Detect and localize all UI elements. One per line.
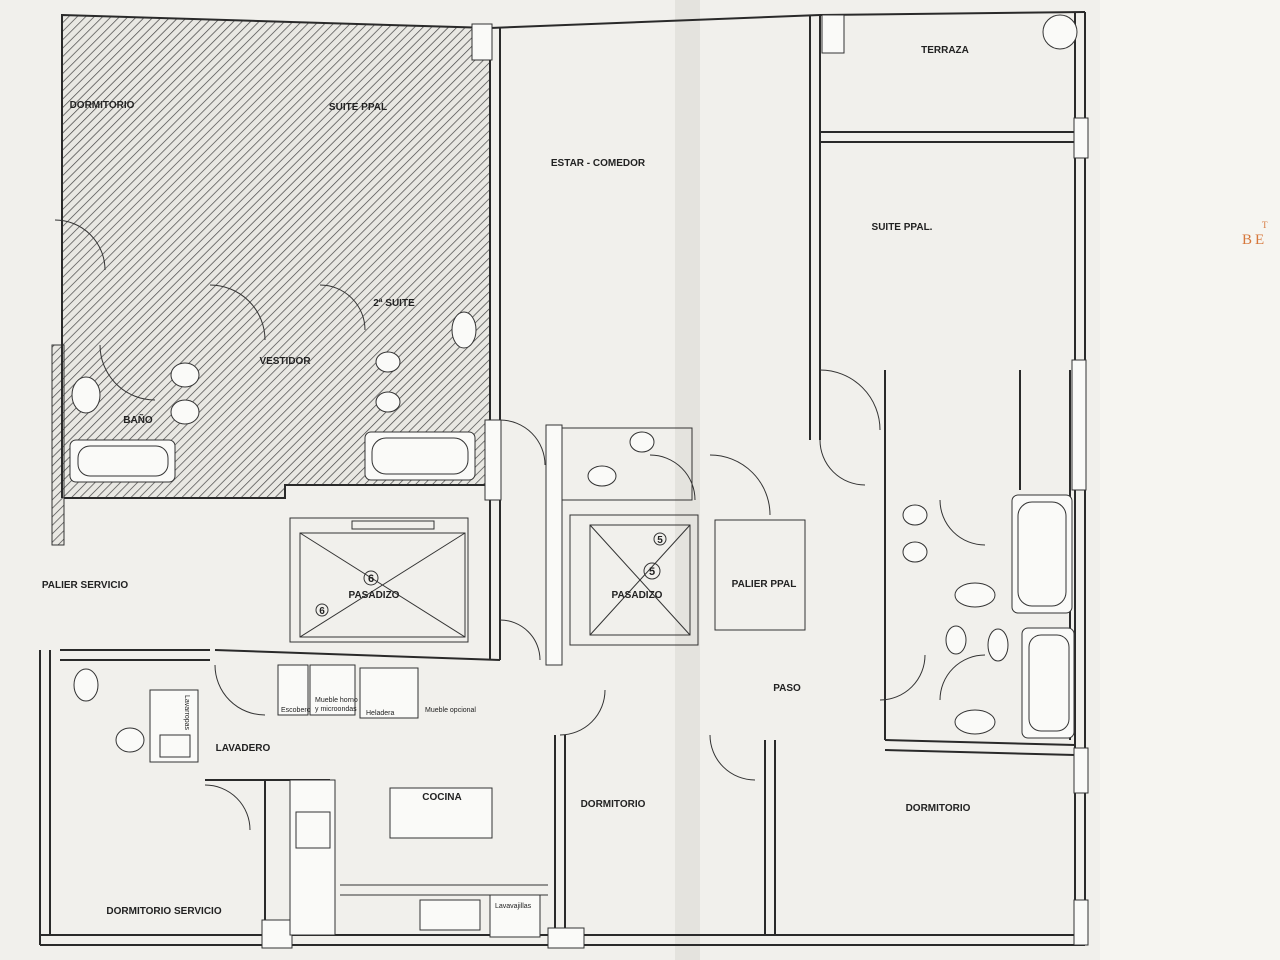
palier-ppal-box bbox=[714, 519, 806, 631]
room-estar-comedor: ESTAR - COMEDOR bbox=[551, 158, 646, 169]
room-palier-ppal: PALIER PPAL bbox=[732, 579, 797, 590]
elevator-right-number-circle bbox=[643, 562, 661, 580]
toilet-core-box bbox=[561, 427, 693, 501]
room-lavadero: LAVADERO bbox=[216, 743, 271, 754]
room-pasadizo-left: PASADIZO bbox=[349, 590, 400, 601]
room-dormitorio-2: DORMITORIO bbox=[581, 799, 646, 810]
elevator-left-small-number: 6 bbox=[319, 606, 325, 617]
room-palier-servicio: PALIER SERVICIO bbox=[42, 580, 129, 591]
room-dormitorio-1: DORMITORIO bbox=[70, 100, 135, 111]
room-terraza: TERRAZA bbox=[921, 45, 969, 56]
label-mueble-opcional: Mueble opcional bbox=[425, 707, 476, 714]
room-dormitorio-servicio: DORMITORIO SERVICIO bbox=[106, 906, 221, 917]
label-lavarropas: Lavarropas bbox=[183, 695, 190, 731]
elevator-left-number: 6 bbox=[368, 573, 374, 585]
label-lavavajillas: Lavavajillas bbox=[495, 903, 532, 910]
bathtubs bbox=[69, 431, 1075, 739]
room-dormitorio-3: DORMITORIO bbox=[906, 803, 971, 814]
sanitary-fixtures bbox=[71, 14, 1078, 753]
elevator-left-number-circle bbox=[363, 570, 379, 586]
label-mueble-horno-2: y microondas bbox=[315, 706, 357, 713]
room-suite-2: 2ª SUITE bbox=[373, 298, 415, 309]
room-vestidor: VESTIDOR bbox=[259, 356, 311, 367]
elevator-right-small-circle bbox=[653, 532, 667, 546]
brand-top-letter: T bbox=[1262, 220, 1271, 230]
kitchen-furniture bbox=[149, 664, 585, 949]
room-suite-ppal-left: SUITE PPAL bbox=[329, 102, 387, 113]
label-mueble-horno: Mueble horno bbox=[315, 697, 358, 704]
room-cocina: COCINA bbox=[422, 792, 461, 803]
paper-right-strip bbox=[1100, 0, 1280, 960]
room-suite-ppal-right: SUITE PPAL. bbox=[872, 222, 933, 233]
elevator-left-small-circle bbox=[315, 603, 329, 617]
label-heladera: Heladera bbox=[366, 710, 395, 717]
elevator-right-number: 5 bbox=[649, 566, 655, 578]
elevator-right bbox=[569, 514, 699, 646]
pillars bbox=[261, 14, 1089, 949]
room-paso: PASO bbox=[773, 683, 801, 694]
brand-mark: BE bbox=[1242, 232, 1267, 248]
elevator-left bbox=[289, 517, 469, 643]
elevator-right-small-number: 5 bbox=[657, 535, 663, 546]
paper-fold-shade bbox=[675, 0, 700, 960]
room-pasadizo-right: PASADIZO bbox=[612, 590, 663, 601]
room-bano: BAÑO bbox=[123, 413, 153, 426]
door-swings bbox=[54, 219, 986, 831]
label-escobero: Escobero bbox=[281, 707, 311, 714]
